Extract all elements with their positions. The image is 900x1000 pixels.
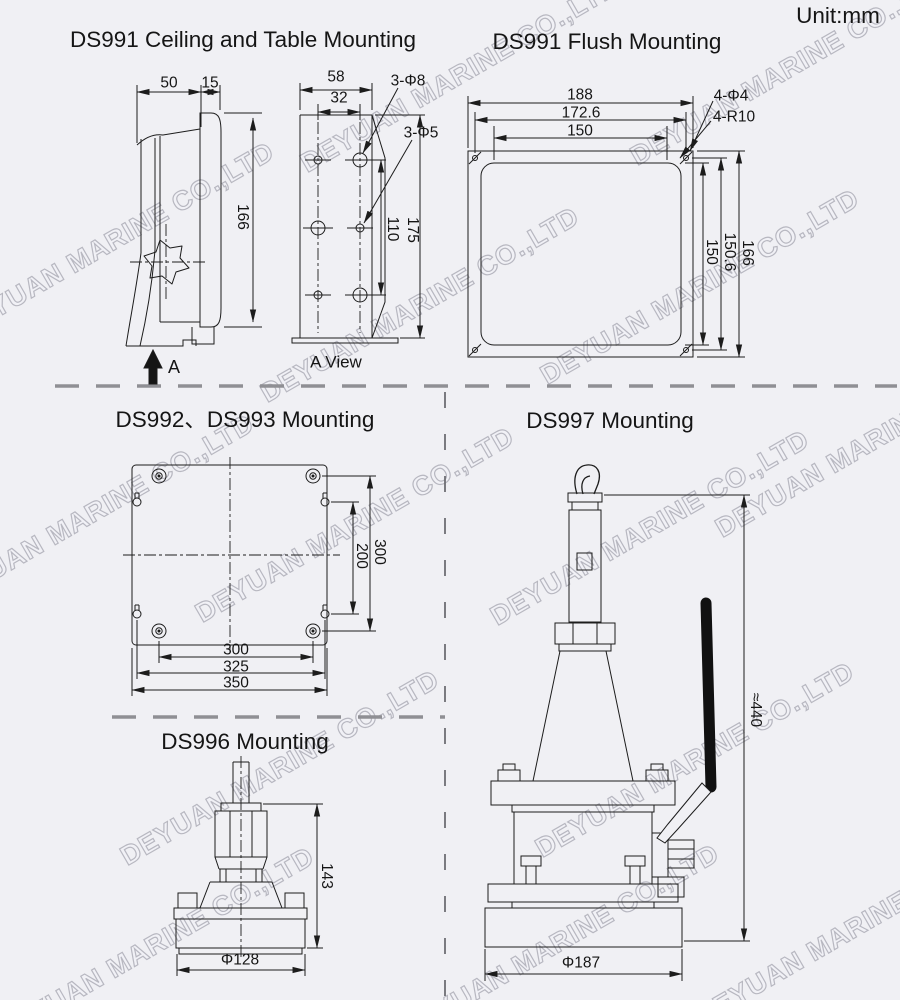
- view-direction-arrow: [143, 348, 163, 385]
- title-ds992-993: DS992、DS993 Mounting: [115, 406, 375, 432]
- holes-3-phi8: 3-Φ8: [390, 72, 426, 90]
- dim-175: 175: [403, 217, 421, 243]
- corner-screws: [151, 468, 321, 639]
- corner-hole-marks: [468, 151, 693, 357]
- dim-200: 200: [352, 543, 370, 569]
- dim-150-6: 150.6: [720, 232, 738, 272]
- holes-4-phi4: 4-Φ4: [713, 87, 749, 105]
- hand-knob: [143, 239, 190, 285]
- ds992-993-view: [123, 457, 376, 696]
- unit-label: Unit:mm: [796, 2, 880, 28]
- dim-phi128: Φ128: [220, 951, 260, 969]
- dim-150-right: 150: [702, 239, 720, 265]
- title-ds991-ceiling: DS991 Ceiling and Table Mounting: [69, 26, 417, 52]
- title-ds997: DS997 Mounting: [526, 407, 694, 433]
- dim-32: 32: [330, 89, 348, 107]
- holes-3-phi5: 3-Φ5: [403, 124, 439, 142]
- ds997-view: [484, 464, 750, 981]
- dim-phi187: Φ187: [561, 954, 601, 972]
- ds996-view: [173, 756, 323, 976]
- dim-58: 58: [327, 68, 345, 86]
- ds991-a-view: [291, 83, 425, 344]
- a-view-label: A View: [310, 352, 362, 372]
- dim-150-top: 150: [567, 122, 593, 140]
- dim-350: 350: [223, 674, 249, 692]
- dim-166-flush: 166: [738, 240, 756, 266]
- dim-50: 50: [160, 74, 178, 92]
- dim-300-bottom: 300: [223, 641, 249, 659]
- handle-lever: [656, 782, 712, 844]
- valve-handle: [700, 597, 717, 793]
- section-dividers: [55, 384, 897, 1000]
- dim-300-vertical: 300: [370, 539, 388, 565]
- dim-172-6: 172.6: [561, 104, 601, 122]
- dim-166-side: 166: [233, 204, 251, 230]
- dim-15: 15: [201, 74, 219, 92]
- dim-110: 110: [383, 216, 401, 242]
- dim-143: 143: [317, 863, 335, 889]
- dim-325: 325: [223, 658, 249, 676]
- ds991-side-view: [125, 85, 262, 385]
- title-ds996: DS996 Mounting: [161, 728, 329, 754]
- direction-a-label: A: [167, 357, 181, 377]
- radius-4-r10: 4-R10: [712, 108, 756, 126]
- dim-188: 188: [567, 86, 593, 104]
- ds991-flush-view: [467, 96, 745, 358]
- dim-440: ≈440: [746, 692, 764, 728]
- title-ds991-flush: DS991 Flush Mounting: [492, 28, 722, 54]
- keyhole-slots: [132, 492, 330, 619]
